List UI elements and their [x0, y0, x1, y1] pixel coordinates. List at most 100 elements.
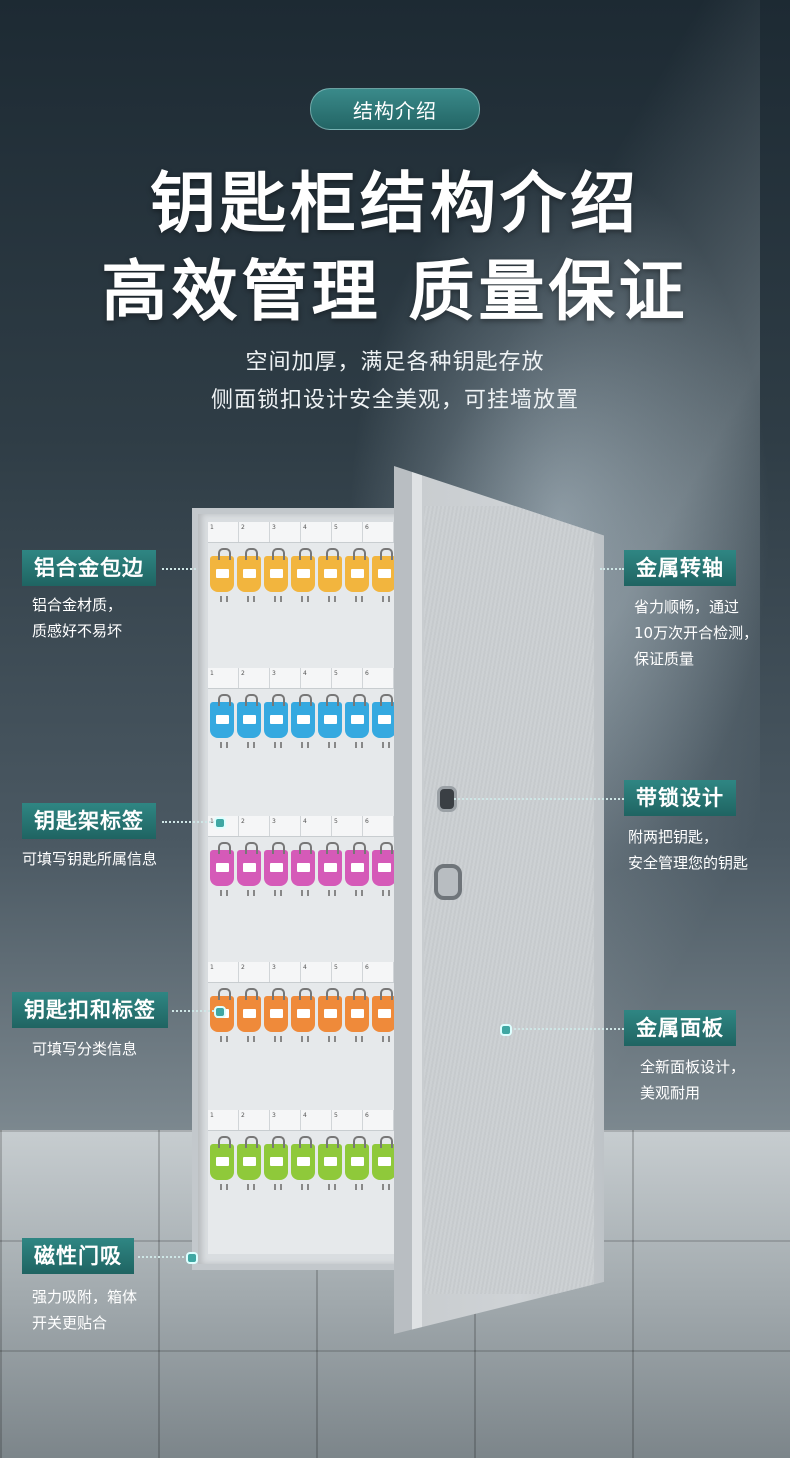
key-hook-icon [245, 842, 258, 854]
callout-aluminum-line [162, 568, 196, 570]
key-tag-icon [291, 548, 315, 602]
key-tag-icon [210, 842, 234, 896]
key-tag-icon [372, 694, 394, 748]
slot-number: 5 [332, 522, 363, 542]
callout-panel-dot [500, 1024, 512, 1036]
callout-magnetic-dot [186, 1252, 198, 1264]
callout-lock-desc1: 附两把钥匙， [628, 828, 719, 846]
key-hook-icon [326, 842, 339, 854]
key-tag-icon [264, 1136, 288, 1190]
subtitle-line2: 侧面锁扣设计安全美观，可挂墙放置 [210, 388, 579, 413]
callout-magnetic-line [138, 1256, 192, 1258]
callout-lock-line [454, 798, 624, 800]
slot-number: 5 [332, 1110, 363, 1130]
key-tag-icon [264, 548, 288, 602]
slot-number: 5 [332, 816, 363, 836]
callout-panel-label: 金属面板 [624, 1010, 736, 1046]
subtitle-line1: 空间加厚，满足各种钥匙存放 [245, 350, 545, 375]
slot-number: 2 [239, 816, 270, 836]
key-tag-icon [210, 1136, 234, 1190]
key-tag-icon [372, 548, 394, 602]
key-tag-icon [237, 988, 261, 1042]
key-hook-icon [272, 694, 285, 706]
key-hook-icon [353, 548, 366, 560]
key-tag-icon [264, 842, 288, 896]
callout-lock-label: 带锁设计 [624, 780, 736, 816]
slot-number: 1 [208, 522, 239, 542]
slot-number: 4 [301, 816, 332, 836]
callout-aluminum-desc1: 铝合金材质， [32, 596, 123, 614]
callout-panel-line [506, 1028, 624, 1030]
callout-hinge-desc2: 10万次开合检测， [634, 624, 759, 642]
main-title-line1: 钥匙柜结构介绍 [150, 165, 640, 242]
key-tag-icon [264, 988, 288, 1042]
callout-hinge-desc1: 省力顺畅，通过 [634, 598, 740, 616]
key-tag-icon [264, 694, 288, 748]
key-tag-icon [210, 694, 234, 748]
slot-number: 6 [363, 962, 394, 982]
slot-number: 6 [363, 1110, 394, 1130]
key-hook-icon [353, 1136, 366, 1148]
key-hook-icon [380, 548, 393, 560]
key-tag-icon [291, 1136, 315, 1190]
callout-magnetic-desc1: 强力吸附，箱体 [32, 1288, 138, 1306]
key-hook-icon [245, 988, 258, 1000]
key-hook-icon [326, 988, 339, 1000]
key-hook-icon [245, 548, 258, 560]
slot-number: 4 [301, 668, 332, 688]
key-tag-icon [237, 694, 261, 748]
slot-number: 4 [301, 1110, 332, 1130]
key-tag-icon [372, 1136, 394, 1190]
callout-magnetic-desc2: 开关更贴合 [32, 1314, 108, 1332]
key-tag-icon [237, 1136, 261, 1190]
cabinet-door [394, 466, 604, 1334]
key-tag-icon [372, 842, 394, 896]
callout-panel-desc1: 全新面板设计， [640, 1058, 746, 1076]
key-hook-icon [245, 694, 258, 706]
key-hook-icon [353, 842, 366, 854]
callout-label-rack-desc: 可填写钥匙所属信息 [22, 850, 158, 868]
key-tag-icon [318, 1136, 342, 1190]
key-tag-icon [291, 842, 315, 896]
callout-lock-desc2: 安全管理您的钥匙 [628, 854, 749, 872]
key-hook-icon [353, 988, 366, 1000]
door-handle-icon [434, 864, 462, 900]
key-hook-icon [299, 1136, 312, 1148]
key-tag-icon [345, 1136, 369, 1190]
key-hook-icon [218, 988, 231, 1000]
key-hook-icon [272, 1136, 285, 1148]
key-hook-icon [218, 1136, 231, 1148]
key-tag-icon [345, 548, 369, 602]
slot-number: 2 [239, 668, 270, 688]
slot-number: 3 [270, 668, 301, 688]
key-hook-icon [353, 694, 366, 706]
slot-number: 6 [363, 522, 394, 542]
slot-number: 1 [208, 1110, 239, 1130]
key-tag-icon [345, 988, 369, 1042]
slot-number: 3 [270, 522, 301, 542]
key-hook-icon [380, 1136, 393, 1148]
slot-number: 6 [363, 816, 394, 836]
key-hook-icon [380, 988, 393, 1000]
slot-number: 2 [239, 1110, 270, 1130]
key-tag-icon [291, 694, 315, 748]
callout-aluminum-label: 铝合金包边 [22, 550, 156, 586]
slot-number: 4 [301, 522, 332, 542]
callout-label-rack-dot [214, 817, 226, 829]
slot-number: 5 [332, 668, 363, 688]
callout-key-tag-line [172, 1010, 218, 1012]
callout-label-rack-line [162, 821, 218, 823]
key-hook-icon [380, 694, 393, 706]
key-hook-icon [299, 548, 312, 560]
key-tag-icon [237, 548, 261, 602]
callout-key-tag-dot [214, 1006, 226, 1018]
